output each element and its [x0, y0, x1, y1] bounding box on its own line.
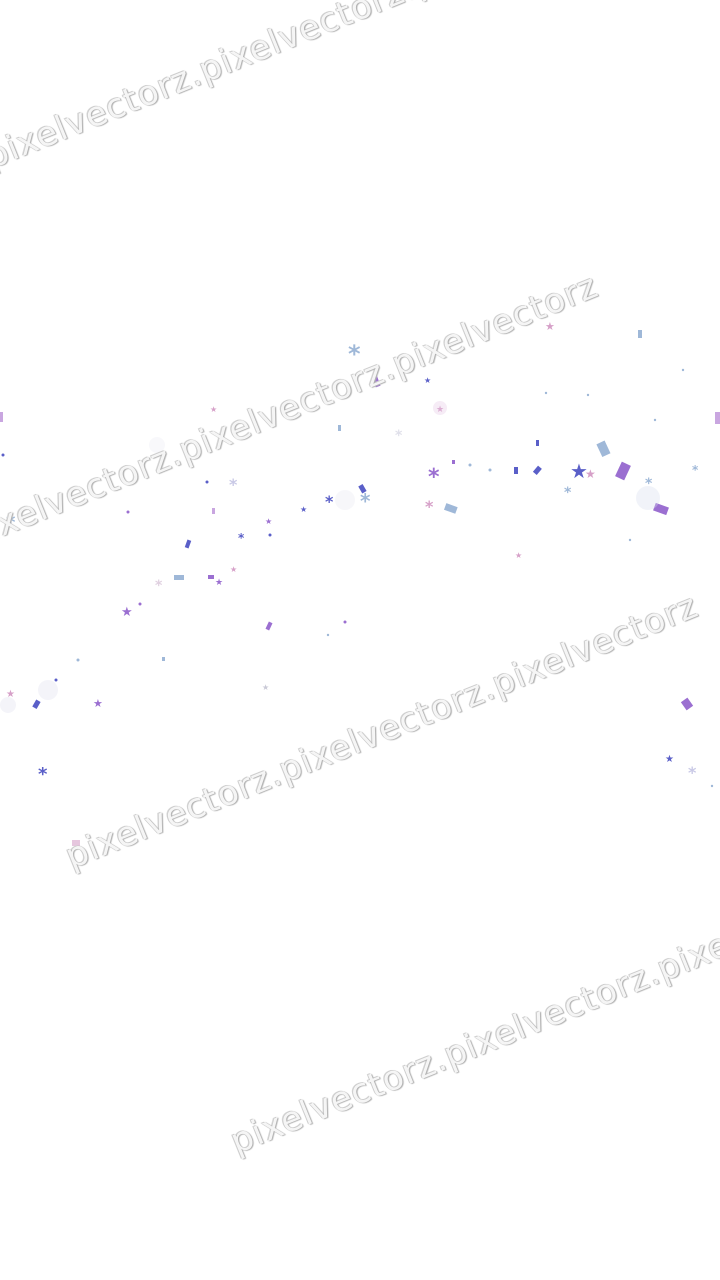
confetti-dots [1, 368, 714, 788]
confetti-asterisk: * [38, 764, 48, 785]
confetti-piece [372, 376, 381, 388]
confetti-star: ★ [93, 697, 103, 710]
confetti-star: ★ [230, 565, 237, 574]
confetti-asterisk: * [155, 578, 163, 594]
confetti-glow [149, 437, 165, 453]
confetti-star: ★ [262, 683, 269, 692]
confetti-piece [208, 575, 214, 579]
confetti-star: ★ [424, 376, 431, 385]
confetti-piece [338, 425, 341, 431]
confetti-asterisks: * * * * * * * * * * * * * * * [6, 340, 699, 785]
confetti-piece [680, 697, 694, 711]
confetti-asterisk: * [395, 428, 403, 444]
confetti-asterisk: * [692, 463, 699, 477]
confetti-glow [38, 680, 58, 700]
confetti-piece [653, 502, 669, 516]
confetti-asterisk: * [360, 489, 371, 513]
confetti-piece [715, 412, 720, 424]
confetti-piece [32, 699, 41, 709]
confetti-glow [433, 401, 447, 415]
confetti-stars: ★ ★ ★ ★ ★ ★ ★ ★ ★ ★ ★ ★ ★ ★ ★ ★ [6, 320, 674, 765]
confetti-glow [335, 490, 355, 510]
confetti-asterisk: * [238, 531, 245, 545]
confetti-star: ★ [515, 551, 522, 560]
confetti-piece [0, 412, 3, 422]
confetti-piece [443, 503, 458, 514]
confetti-star: ★ [6, 689, 15, 700]
confetti-dot [1, 453, 5, 457]
confetti-star: ★ [585, 467, 596, 481]
confetti-piece [162, 657, 165, 661]
confetti-asterisk: * [348, 340, 361, 368]
confetti-dot [468, 463, 472, 467]
confetti-dot [544, 391, 548, 395]
confetti-dot [326, 633, 330, 637]
confetti-piece [596, 440, 611, 458]
confetti-star: ★ [570, 459, 588, 483]
confetti-asterisk: * [425, 497, 434, 516]
confetti-dot [586, 393, 590, 397]
confetti-dot [54, 678, 58, 682]
confetti-dot [710, 784, 714, 788]
confetti-piece [72, 840, 80, 846]
confetti-strips [0, 330, 720, 846]
confetti-star: ★ [215, 578, 223, 588]
confetti-piece [452, 460, 455, 464]
confetti-star: ★ [665, 754, 674, 765]
confetti-dot [343, 620, 347, 624]
confetti-asterisk: * [325, 492, 334, 511]
confetti-piece [265, 621, 273, 631]
confetti-star: ★ [436, 405, 444, 415]
confetti-dot [488, 468, 492, 472]
confetti-piece [184, 539, 192, 549]
confetti-asterisk: * [428, 465, 440, 490]
confetti-dot [76, 658, 80, 662]
confetti-piece [212, 508, 215, 514]
confetti-piece [536, 440, 539, 446]
confetti-piece [514, 467, 518, 474]
confetti-asterisk: * [564, 485, 572, 501]
confetti-asterisk: * [6, 512, 16, 533]
confetti-asterisk: * [645, 476, 653, 492]
confetti-piece [174, 575, 184, 580]
confetti-star: ★ [210, 405, 217, 414]
confetti-star: ★ [300, 505, 307, 514]
confetti-piece [615, 461, 631, 481]
confetti-dot [628, 538, 632, 542]
confetti-dot [205, 480, 209, 484]
confetti-dot [268, 533, 272, 537]
confetti-star: ★ [265, 517, 272, 526]
confetti-glow [0, 697, 16, 713]
confetti-piece [532, 465, 542, 475]
confetti-piece [358, 484, 367, 494]
confetti-star: ★ [545, 320, 555, 333]
confetti-glows [0, 401, 660, 713]
confetti-dot [126, 510, 130, 514]
confetti-dot [653, 418, 657, 422]
confetti-dot [138, 602, 142, 606]
confetti-asterisk: * [229, 475, 238, 494]
confetti-dot [681, 368, 685, 372]
confetti-asterisk: * [688, 763, 697, 782]
confetti-piece [638, 330, 642, 338]
confetti-star: ★ [121, 605, 133, 620]
confetti-glow [636, 486, 660, 510]
